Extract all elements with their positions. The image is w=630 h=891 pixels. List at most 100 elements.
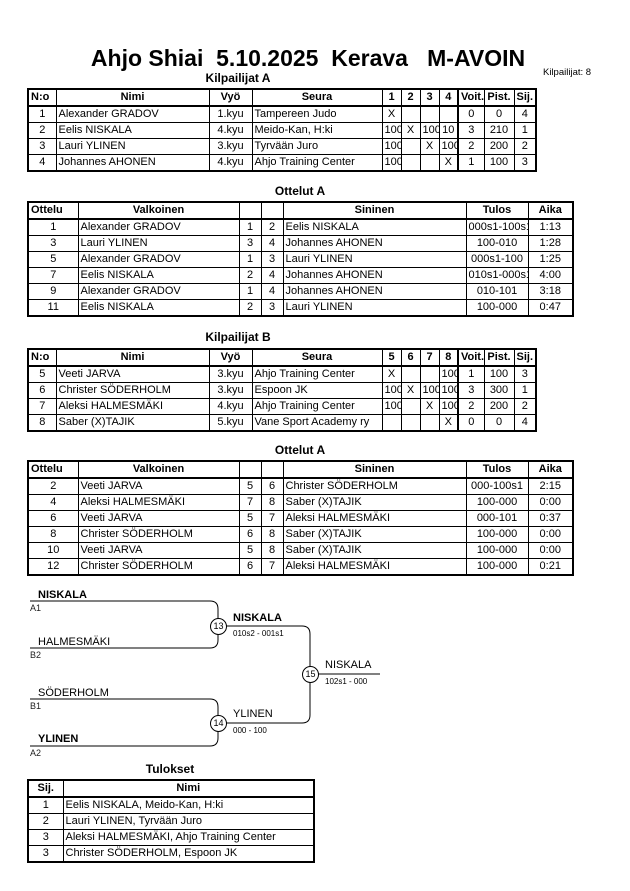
competitor-no: 1 [27, 105, 57, 123]
col-header-white: Valkoinen [77, 201, 240, 220]
bracket-entry-seed: B1 [30, 701, 42, 711]
place-cell: 3 [27, 829, 64, 846]
table-row: 6 Veeti JARVA 5 7 Aleksi HALMESMÄKI 000-… [27, 510, 574, 527]
col-header-no: N:o [27, 88, 57, 107]
competitor-belt: 3.kyu [208, 382, 253, 399]
result-cell: 100-000 [465, 526, 529, 543]
score-cell [419, 414, 440, 432]
pool-a-table: N:o Nimi Vyö Seura 1 2 3 4 Voit. Pist. S… [27, 88, 537, 172]
bracket-match-score: 102s1 - 000 [325, 677, 368, 686]
score-cell: 100 [381, 138, 402, 155]
white-name: Alexander GRADOV [77, 283, 240, 300]
blue-name: Aleksi HALMESMÄKI [282, 510, 467, 527]
competitor-name: Saber (X)TAJIK [55, 414, 210, 432]
time-cell: 0:00 [527, 542, 574, 559]
result-cell: 100-000 [465, 299, 529, 317]
white-name: Eelis NISKALA [77, 299, 240, 317]
bracket-line [218, 674, 311, 724]
white-name: Veeti JARVA [77, 477, 240, 495]
white-name: Eelis NISKALA [77, 267, 240, 284]
col-header-points: Pist. [483, 348, 515, 367]
col-header-result: Tulos [465, 201, 529, 220]
match-no: 5 [27, 251, 79, 268]
white-no: 1 [238, 218, 262, 236]
bracket-line [30, 723, 219, 747]
match-no: 4 [27, 494, 79, 511]
competitor-belt: 5.kyu [208, 414, 253, 432]
section-label-matches-a: Ottelut A [274, 184, 326, 198]
match-no: 2 [27, 477, 79, 495]
bracket-match-number: 15 [302, 666, 319, 683]
blue-no: 7 [260, 558, 284, 576]
score-cell: X [381, 365, 402, 383]
points-cell: 0 [483, 105, 515, 123]
time-cell: 0:00 [527, 494, 574, 511]
result-cell: 100-000 [465, 542, 529, 559]
bracket-match-number: 13 [210, 618, 227, 635]
table-row: 1 Alexander GRADOV 1.kyu Tampereen Judo … [27, 105, 537, 123]
col-header-points: Pist. [483, 88, 515, 107]
wins-cell: 0 [457, 414, 485, 432]
bracket-match-score: 000 - 100 [233, 726, 267, 735]
score-cell [400, 414, 421, 432]
pool-b-header-row: N:o Nimi Vyö Seura 5 6 7 8 Voit. Pist. S… [27, 348, 537, 367]
time-cell: 4:00 [527, 267, 574, 284]
col-header-score-4: 4 [438, 88, 459, 107]
score-cell: 100 [381, 154, 402, 172]
col-header-time: Aika [527, 201, 574, 220]
score-cell [400, 398, 421, 415]
table-row: 3 Lauri YLINEN 3.kyu Tyrvään Juro 100 X … [27, 138, 537, 155]
place-cell: 1 [27, 796, 64, 814]
blue-no: 4 [260, 267, 284, 284]
result-cell: 010s1-000s1 [465, 267, 529, 284]
bracket-entry-name: NISKALA [38, 589, 87, 601]
table-row: 1 Alexander GRADOV 1 2 Eelis NISKALA 000… [27, 218, 574, 236]
place-cell: 2 [513, 398, 537, 415]
col-header-score-5: 5 [381, 348, 402, 367]
white-name: Veeti JARVA [77, 542, 240, 559]
pool-b-table: N:o Nimi Vyö Seura 5 6 7 8 Voit. Pist. S… [27, 348, 537, 432]
result-cell: 000s1-100 [465, 251, 529, 268]
points-cell: 100 [483, 154, 515, 172]
table-row: 3 Aleksi HALMESMÄKI, Ahjo Training Cente… [27, 829, 315, 846]
result-name: Lauri YLINEN, Tyrvään Juro [62, 813, 315, 830]
white-name: Christer SÖDERHOLM [77, 558, 240, 576]
col-header-match: Ottelu [27, 201, 79, 220]
table-row: 5 Alexander GRADOV 1 3 Lauri YLINEN 000s… [27, 251, 574, 268]
blue-name: Christer SÖDERHOLM [282, 477, 467, 495]
result-name: Aleksi HALMESMÄKI, Ahjo Training Center [62, 829, 315, 846]
results-table: Sij. Nimi 1 Eelis NISKALA, Meido-Kan, H:… [27, 779, 315, 863]
bracket-entry-name: HALMESMÄKI [38, 636, 111, 648]
competitor-belt: 4.kyu [208, 154, 253, 172]
col-header-name: Nimi [62, 779, 315, 798]
score-cell [400, 154, 421, 172]
place-cell: 3 [513, 154, 537, 172]
place-cell: 2 [513, 138, 537, 155]
competitor-club: Ahjo Training Center [251, 154, 383, 172]
score-cell: 100 [381, 382, 402, 399]
competitor-name: Alexander GRADOV [55, 105, 210, 123]
table-row: 2 Veeti JARVA 5 6 Christer SÖDERHOLM 000… [27, 477, 574, 495]
result-cell: 010-101 [465, 283, 529, 300]
white-no: 7 [238, 494, 262, 511]
white-no: 5 [238, 477, 262, 495]
place-cell: 1 [513, 122, 537, 139]
competitor-club: Ahjo Training Center [251, 365, 383, 383]
col-header-blue: Sininen [282, 201, 467, 220]
match-no: 8 [27, 526, 79, 543]
result-cell: 000s1-100s1 [465, 218, 529, 236]
col-header-score-6: 6 [400, 348, 421, 367]
place-cell: 3 [513, 365, 537, 383]
place-cell: 1 [513, 382, 537, 399]
time-cell: 0:47 [527, 299, 574, 317]
white-no: 6 [238, 558, 262, 576]
col-header-belt: Vyö [208, 348, 253, 367]
competitor-club: Tampereen Judo [251, 105, 383, 123]
white-no: 3 [238, 235, 262, 252]
bracket-line [218, 625, 311, 674]
matches-a-header-row: Ottelu Valkoinen Sininen Tulos Aika [27, 201, 574, 220]
time-cell: 3:18 [527, 283, 574, 300]
col-header-club: Seura [251, 88, 383, 107]
blue-name: Johannes AHONEN [282, 283, 467, 300]
competitor-belt: 3.kyu [208, 365, 253, 383]
